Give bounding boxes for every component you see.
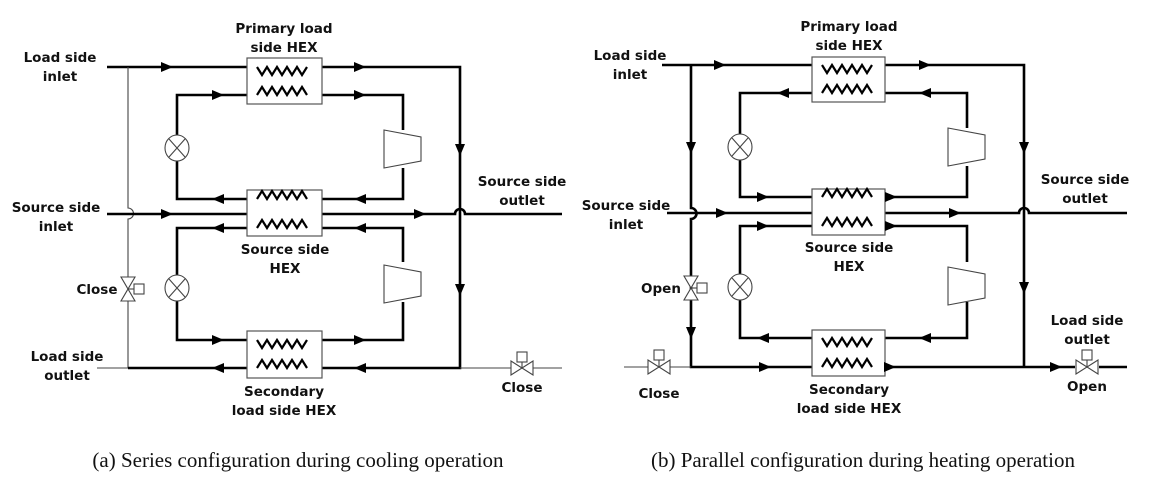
load-inlet-pipe: [662, 63, 1026, 367]
inlet-valve-icon: [647, 349, 671, 376]
compressor-icon: [947, 266, 986, 306]
upper-refrigerant-loop: [738, 91, 969, 199]
secondary-load-hex: [246, 330, 323, 379]
hex-coils: [821, 62, 873, 370]
expansion-valve-icon: [727, 133, 753, 161]
compressor-icon: [383, 264, 422, 304]
bypass-valve-state: Open: [641, 281, 681, 297]
bypass-pipe: [97, 67, 134, 369]
compressor-icon: [383, 129, 422, 169]
primary-load-hex: [811, 56, 886, 103]
panel-b-caption: (b) Parallel configuration during heatin…: [651, 448, 1075, 472]
primary-load-hex: [246, 57, 323, 105]
bypass-valve-state: Close: [76, 282, 117, 298]
expansion-valve-icon: [727, 273, 753, 301]
outlet-valve-icon: [1075, 349, 1099, 376]
outlet-valve-state: Close: [501, 380, 542, 396]
hex-coils: [256, 64, 308, 371]
source-pipe: [667, 206, 1127, 215]
source-hex: [811, 188, 886, 236]
outlet-valve-state: Open: [1067, 379, 1107, 395]
expansion-valve-icon: [164, 274, 190, 302]
bypass-valve-icon: [120, 276, 145, 302]
compressor-icon: [947, 127, 986, 167]
source-hex: [246, 189, 323, 237]
panel-a-caption: (a) Series configuration during cooling …: [92, 448, 504, 472]
upper-refrigerant-loop: [175, 93, 405, 201]
secondary-load-hex: [811, 329, 886, 377]
inlet-valve-state: Close: [638, 386, 679, 402]
bypass-valve-icon: [683, 275, 708, 301]
source-pipe: [107, 207, 562, 216]
outlet-valve-icon: [510, 351, 534, 377]
expansion-valve-icon: [164, 134, 190, 162]
